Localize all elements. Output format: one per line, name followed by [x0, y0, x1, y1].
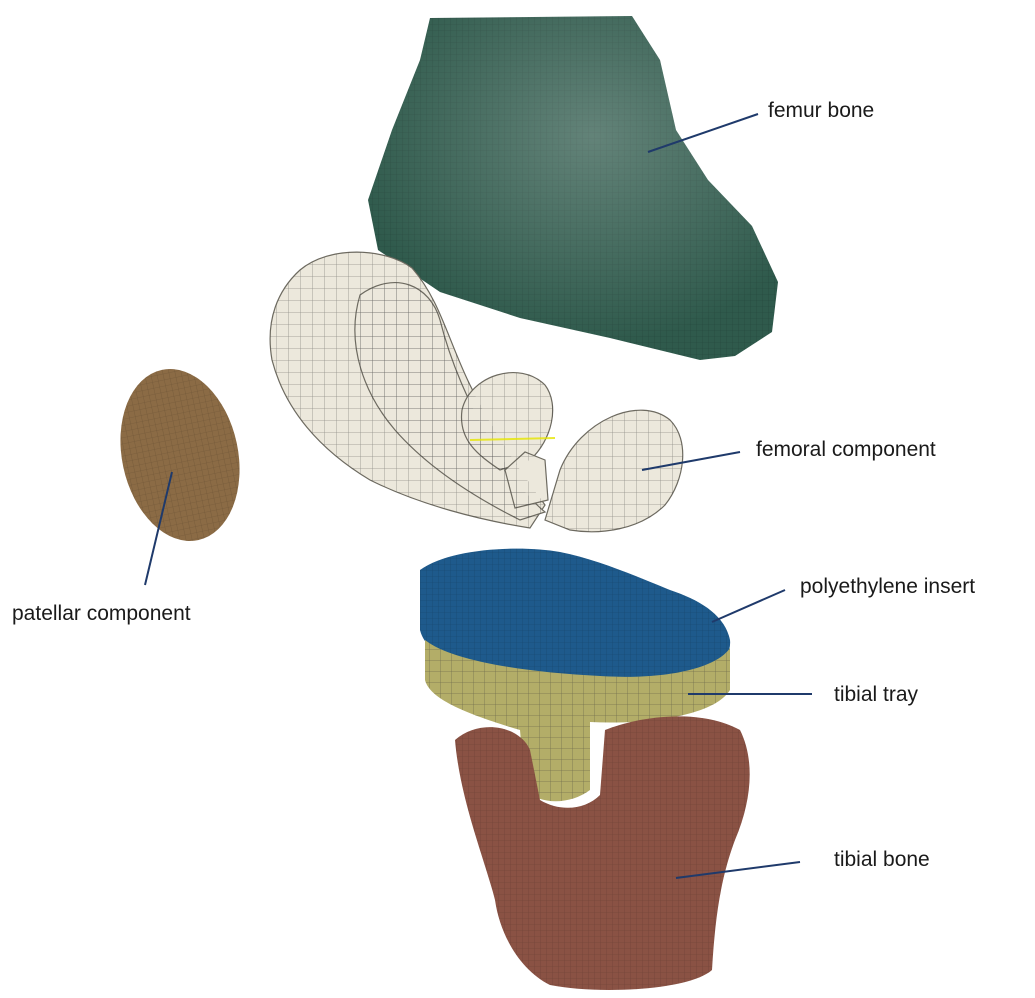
- polyethylene-insert-leader-line: [712, 590, 785, 622]
- polyethylene-insert: [420, 549, 730, 678]
- tibial-tray-label: tibial tray: [834, 683, 919, 706]
- patellar-component: [105, 358, 255, 552]
- patellar-component-label: patellar component: [12, 602, 191, 625]
- tibial-bone: [455, 716, 750, 990]
- tibial-bone-label: tibial bone: [834, 848, 930, 871]
- femur-bone-label: femur bone: [768, 99, 874, 122]
- polyethylene-insert-label: polyethylene insert: [800, 575, 975, 598]
- femoral-component-label: femoral component: [756, 438, 936, 461]
